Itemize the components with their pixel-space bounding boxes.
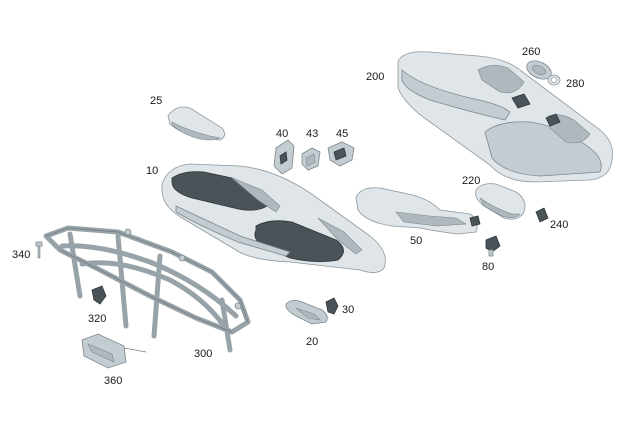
part-220-pad[interactable] <box>475 183 526 220</box>
part-30-clip[interactable] <box>325 297 339 315</box>
callout-50: 50 <box>410 235 422 247</box>
callout-300: 300 <box>194 348 212 360</box>
callout-240: 240 <box>550 219 568 231</box>
part-80-fastener[interactable] <box>485 235 501 257</box>
part-43-clip[interactable] <box>301 147 321 171</box>
callout-45: 45 <box>336 128 348 140</box>
part-10-seat-cushion[interactable] <box>161 163 386 273</box>
callout-360: 360 <box>104 375 122 387</box>
callout-25: 25 <box>150 95 162 107</box>
callout-200: 200 <box>366 71 384 83</box>
part-200-seat-cover[interactable] <box>397 51 613 183</box>
part-300-seat-frame[interactable] <box>43 225 251 353</box>
part-50-side-cover[interactable] <box>355 187 481 235</box>
callout-340: 340 <box>12 249 30 261</box>
part-20-guide[interactable] <box>285 300 328 325</box>
callout-80: 80 <box>482 261 494 273</box>
callout-43: 43 <box>306 128 318 140</box>
callout-260: 260 <box>522 46 540 58</box>
callout-20: 20 <box>306 336 318 348</box>
callout-280: 280 <box>566 78 584 90</box>
callout-40: 40 <box>276 128 288 140</box>
part-240-clip[interactable] <box>535 207 549 223</box>
part-340-bolt[interactable] <box>35 241 43 259</box>
callout-30: 30 <box>342 304 354 316</box>
part-280-ring[interactable] <box>547 74 561 86</box>
part-360-bracket[interactable] <box>81 333 147 369</box>
part-25-panel[interactable] <box>167 106 225 141</box>
part-45-bracket[interactable] <box>327 141 355 167</box>
callout-220: 220 <box>462 175 480 187</box>
part-40-bracket[interactable] <box>273 139 295 175</box>
part-320-clip[interactable] <box>91 285 107 305</box>
callout-320: 320 <box>88 313 106 325</box>
callout-10: 10 <box>146 165 158 177</box>
